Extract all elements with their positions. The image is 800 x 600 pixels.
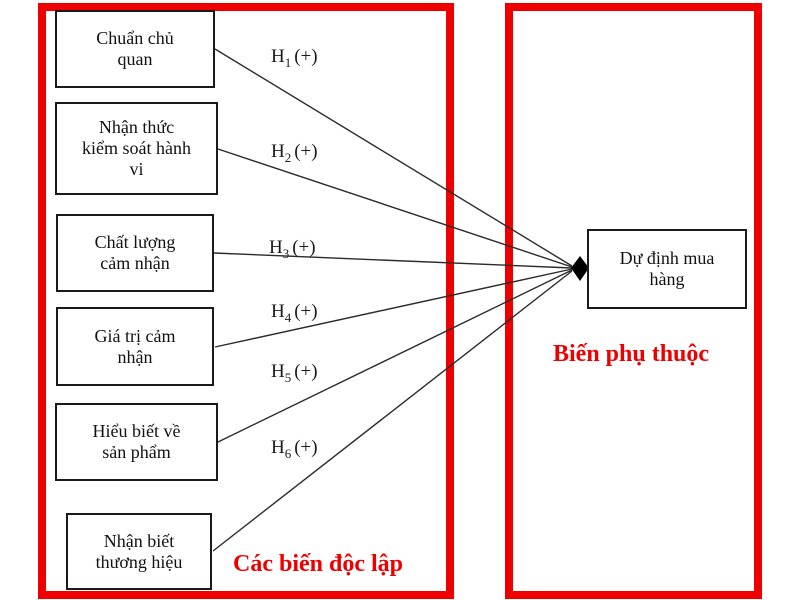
hypothesis-label-h2: H2(+) <box>271 141 318 165</box>
hypothesis-label-h4: H4(+) <box>271 301 318 325</box>
independent-variables-frame <box>38 3 454 599</box>
node-hieu-biet-ve-san-pham: Hiểu biết về sản phẩm <box>55 403 218 481</box>
hypothesis-label-h1: H1(+) <box>271 46 318 70</box>
hypothesis-label-h5: H5(+) <box>271 361 318 385</box>
node-chuan-chu-quan: Chuẩn chủ quan <box>55 10 215 88</box>
hypothesis-label-h6: H6(+) <box>271 437 318 461</box>
dependent-group-label: Biến phụ thuộc <box>553 341 710 367</box>
node-gia-tri-cam-nhan: Giá trị cảm nhận <box>56 307 214 386</box>
hypothesis-label-h3: H3(+) <box>269 237 316 261</box>
independent-group-label: Các biến độc lập <box>233 551 404 577</box>
node-du-dinh-mua-hang: Dự định mua hàng <box>587 229 747 309</box>
node-chat-luong-cam-nhan: Chất lượng cảm nhận <box>56 214 214 292</box>
node-nhan-thuc-kiem-soat-hanh-vi: Nhận thức kiểm soát hành vi <box>55 102 218 195</box>
node-nhan-biet-thuong-hieu: Nhận biết thương hiệu <box>66 513 212 590</box>
